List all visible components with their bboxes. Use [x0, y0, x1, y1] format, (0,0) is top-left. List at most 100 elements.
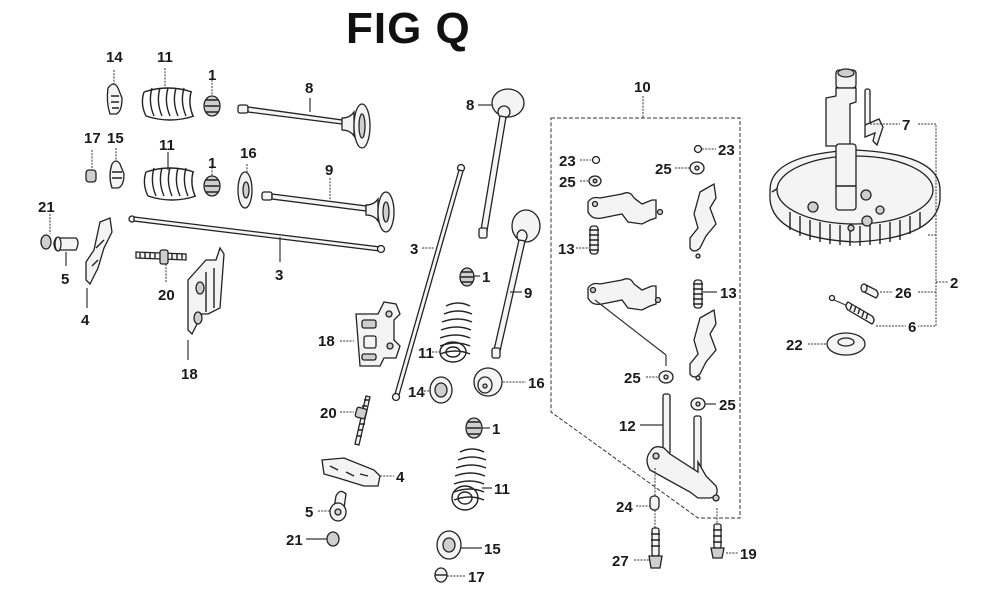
callout-22: 22 — [786, 337, 803, 354]
callout-16: 16 — [528, 375, 545, 392]
part-11-valve-spring-center[interactable] — [439, 302, 473, 363]
callout-25: 25 — [655, 161, 672, 178]
callout-23: 23 — [559, 153, 576, 170]
part-14-seal-center[interactable] — [429, 376, 453, 404]
callout-9: 9 — [524, 285, 532, 302]
callout-25: 25 — [719, 397, 736, 414]
part-25-washer-right-top[interactable] — [689, 161, 705, 175]
callout-2: 2 — [950, 275, 958, 292]
part-10-tappet-arm-upper[interactable] — [587, 192, 664, 225]
callout-11: 11 — [157, 49, 173, 66]
callout-15: 15 — [484, 541, 501, 558]
callout-18: 18 — [181, 366, 198, 383]
part-8-intake-valve-vertical[interactable] — [478, 88, 525, 239]
part-13-spring-right[interactable] — [693, 279, 703, 309]
figure-title: FIG Q — [346, 4, 471, 53]
callout-3: 3 — [410, 241, 418, 258]
part-21-lock-nut-center[interactable] — [326, 531, 340, 547]
part-25-washer-left-lower[interactable] — [658, 370, 674, 384]
callout-17: 17 — [84, 130, 101, 147]
part-8-intake-valve-horizontal[interactable] — [237, 103, 371, 149]
part-18-guide-plate-left[interactable] — [187, 246, 225, 336]
callout-10: 10 — [634, 79, 651, 96]
part-17-cotter-lower[interactable] — [434, 567, 448, 583]
part-3-push-rod-diagonal[interactable] — [391, 163, 466, 402]
part-15-seal-lower[interactable] — [436, 530, 462, 560]
callout-27: 27 — [612, 553, 629, 570]
part-9-exhaust-valve-horizontal[interactable] — [261, 191, 395, 233]
part-18-guide-plate-center[interactable] — [355, 301, 401, 367]
callout-8: 8 — [466, 97, 474, 114]
part-16-rotator-center[interactable] — [473, 367, 503, 397]
callout-7: 7 — [902, 117, 910, 134]
part-5-pivot-left[interactable] — [53, 236, 79, 252]
part-24-dowel-pin[interactable] — [649, 468, 660, 511]
part-21-lock-nut-left[interactable] — [40, 234, 52, 250]
part-4-rocker-arm-left[interactable] — [85, 217, 113, 286]
part-1-retainer-top[interactable] — [203, 95, 221, 117]
callout-1: 1 — [492, 421, 500, 438]
callout-18: 18 — [318, 333, 335, 350]
callout-15: 15 — [107, 130, 124, 147]
part-1-retainer-second[interactable] — [203, 175, 221, 197]
part-10-tappet-arm-lower[interactable] — [587, 278, 662, 311]
callout-11: 11 — [494, 481, 510, 498]
callout-13: 13 — [720, 285, 737, 302]
callout-1: 1 — [208, 155, 216, 172]
part-5-pivot-center[interactable] — [329, 490, 347, 522]
callout-20: 20 — [320, 405, 337, 422]
part-19-bolt[interactable] — [710, 508, 725, 559]
callout-4: 4 — [81, 312, 90, 329]
part-13-spring-left[interactable] — [589, 225, 599, 255]
callout-5: 5 — [61, 271, 69, 288]
part-1-retainer-lower[interactable] — [465, 417, 483, 439]
callout-1: 1 — [482, 269, 490, 286]
callout-26: 26 — [895, 285, 912, 302]
callout-16: 16 — [240, 145, 257, 162]
callout-19: 19 — [740, 546, 757, 563]
part-11-valve-spring-lower[interactable] — [451, 448, 487, 511]
part-25-washer-right-lower[interactable] — [690, 397, 706, 411]
part-12-tappet-shaft[interactable] — [646, 393, 720, 502]
callout-8: 8 — [305, 80, 313, 97]
assembly-10-boundary — [550, 117, 741, 519]
part-17-valve-cotter-top[interactable] — [85, 169, 97, 183]
part-20-pivot-bolt-center[interactable] — [354, 395, 371, 446]
part-3-push-rod-horizontal[interactable] — [128, 215, 386, 254]
callout-3: 3 — [275, 267, 283, 284]
callout-9: 9 — [325, 162, 333, 179]
callout-1: 1 — [208, 67, 216, 84]
part-20-pivot-bolt-left[interactable] — [135, 249, 187, 265]
part-10-tappet-lever-right-upper[interactable] — [689, 182, 717, 259]
part-6-return-spring[interactable] — [828, 294, 875, 325]
callout-6: 6 — [908, 319, 916, 336]
callout-12: 12 — [619, 418, 636, 435]
part-16-valve-rotator-top[interactable] — [237, 171, 253, 209]
callout-20: 20 — [158, 287, 175, 304]
part-26-pin[interactable] — [860, 283, 879, 299]
part-11-valve-spring-second[interactable] — [143, 167, 197, 201]
part-22-washer[interactable] — [826, 332, 866, 356]
callout-25: 25 — [624, 370, 641, 387]
part-1-retainer-center[interactable] — [459, 267, 475, 287]
callout-24: 24 — [616, 499, 633, 516]
part-2-camshaft-gear[interactable] — [769, 149, 941, 246]
callout-13: 13 — [558, 241, 575, 258]
callout-11: 11 — [159, 137, 175, 154]
callout-4: 4 — [396, 469, 405, 486]
part-7-decompressor-weight[interactable] — [864, 88, 884, 147]
part-27-bolt[interactable] — [648, 510, 663, 569]
part-9-exhaust-valve-vertical[interactable] — [491, 209, 541, 359]
part-23-clip-left[interactable] — [591, 155, 601, 165]
part-2-camshaft-shaft[interactable] — [825, 68, 857, 211]
part-4-rocker-arm-center[interactable] — [321, 457, 381, 487]
part-14-valve-stem-seal-top[interactable] — [106, 83, 123, 115]
callout-5: 5 — [305, 504, 313, 521]
part-11-valve-spring-top[interactable] — [141, 87, 195, 121]
part-15-valve-stem-seal-top[interactable] — [109, 160, 125, 189]
callout-23: 23 — [718, 142, 735, 159]
part-25-washer-left-top[interactable] — [588, 175, 602, 187]
callout-17: 17 — [468, 569, 485, 586]
part-23-clip-right[interactable] — [693, 144, 703, 154]
part-10-tappet-lever-right-lower[interactable] — [689, 308, 717, 381]
